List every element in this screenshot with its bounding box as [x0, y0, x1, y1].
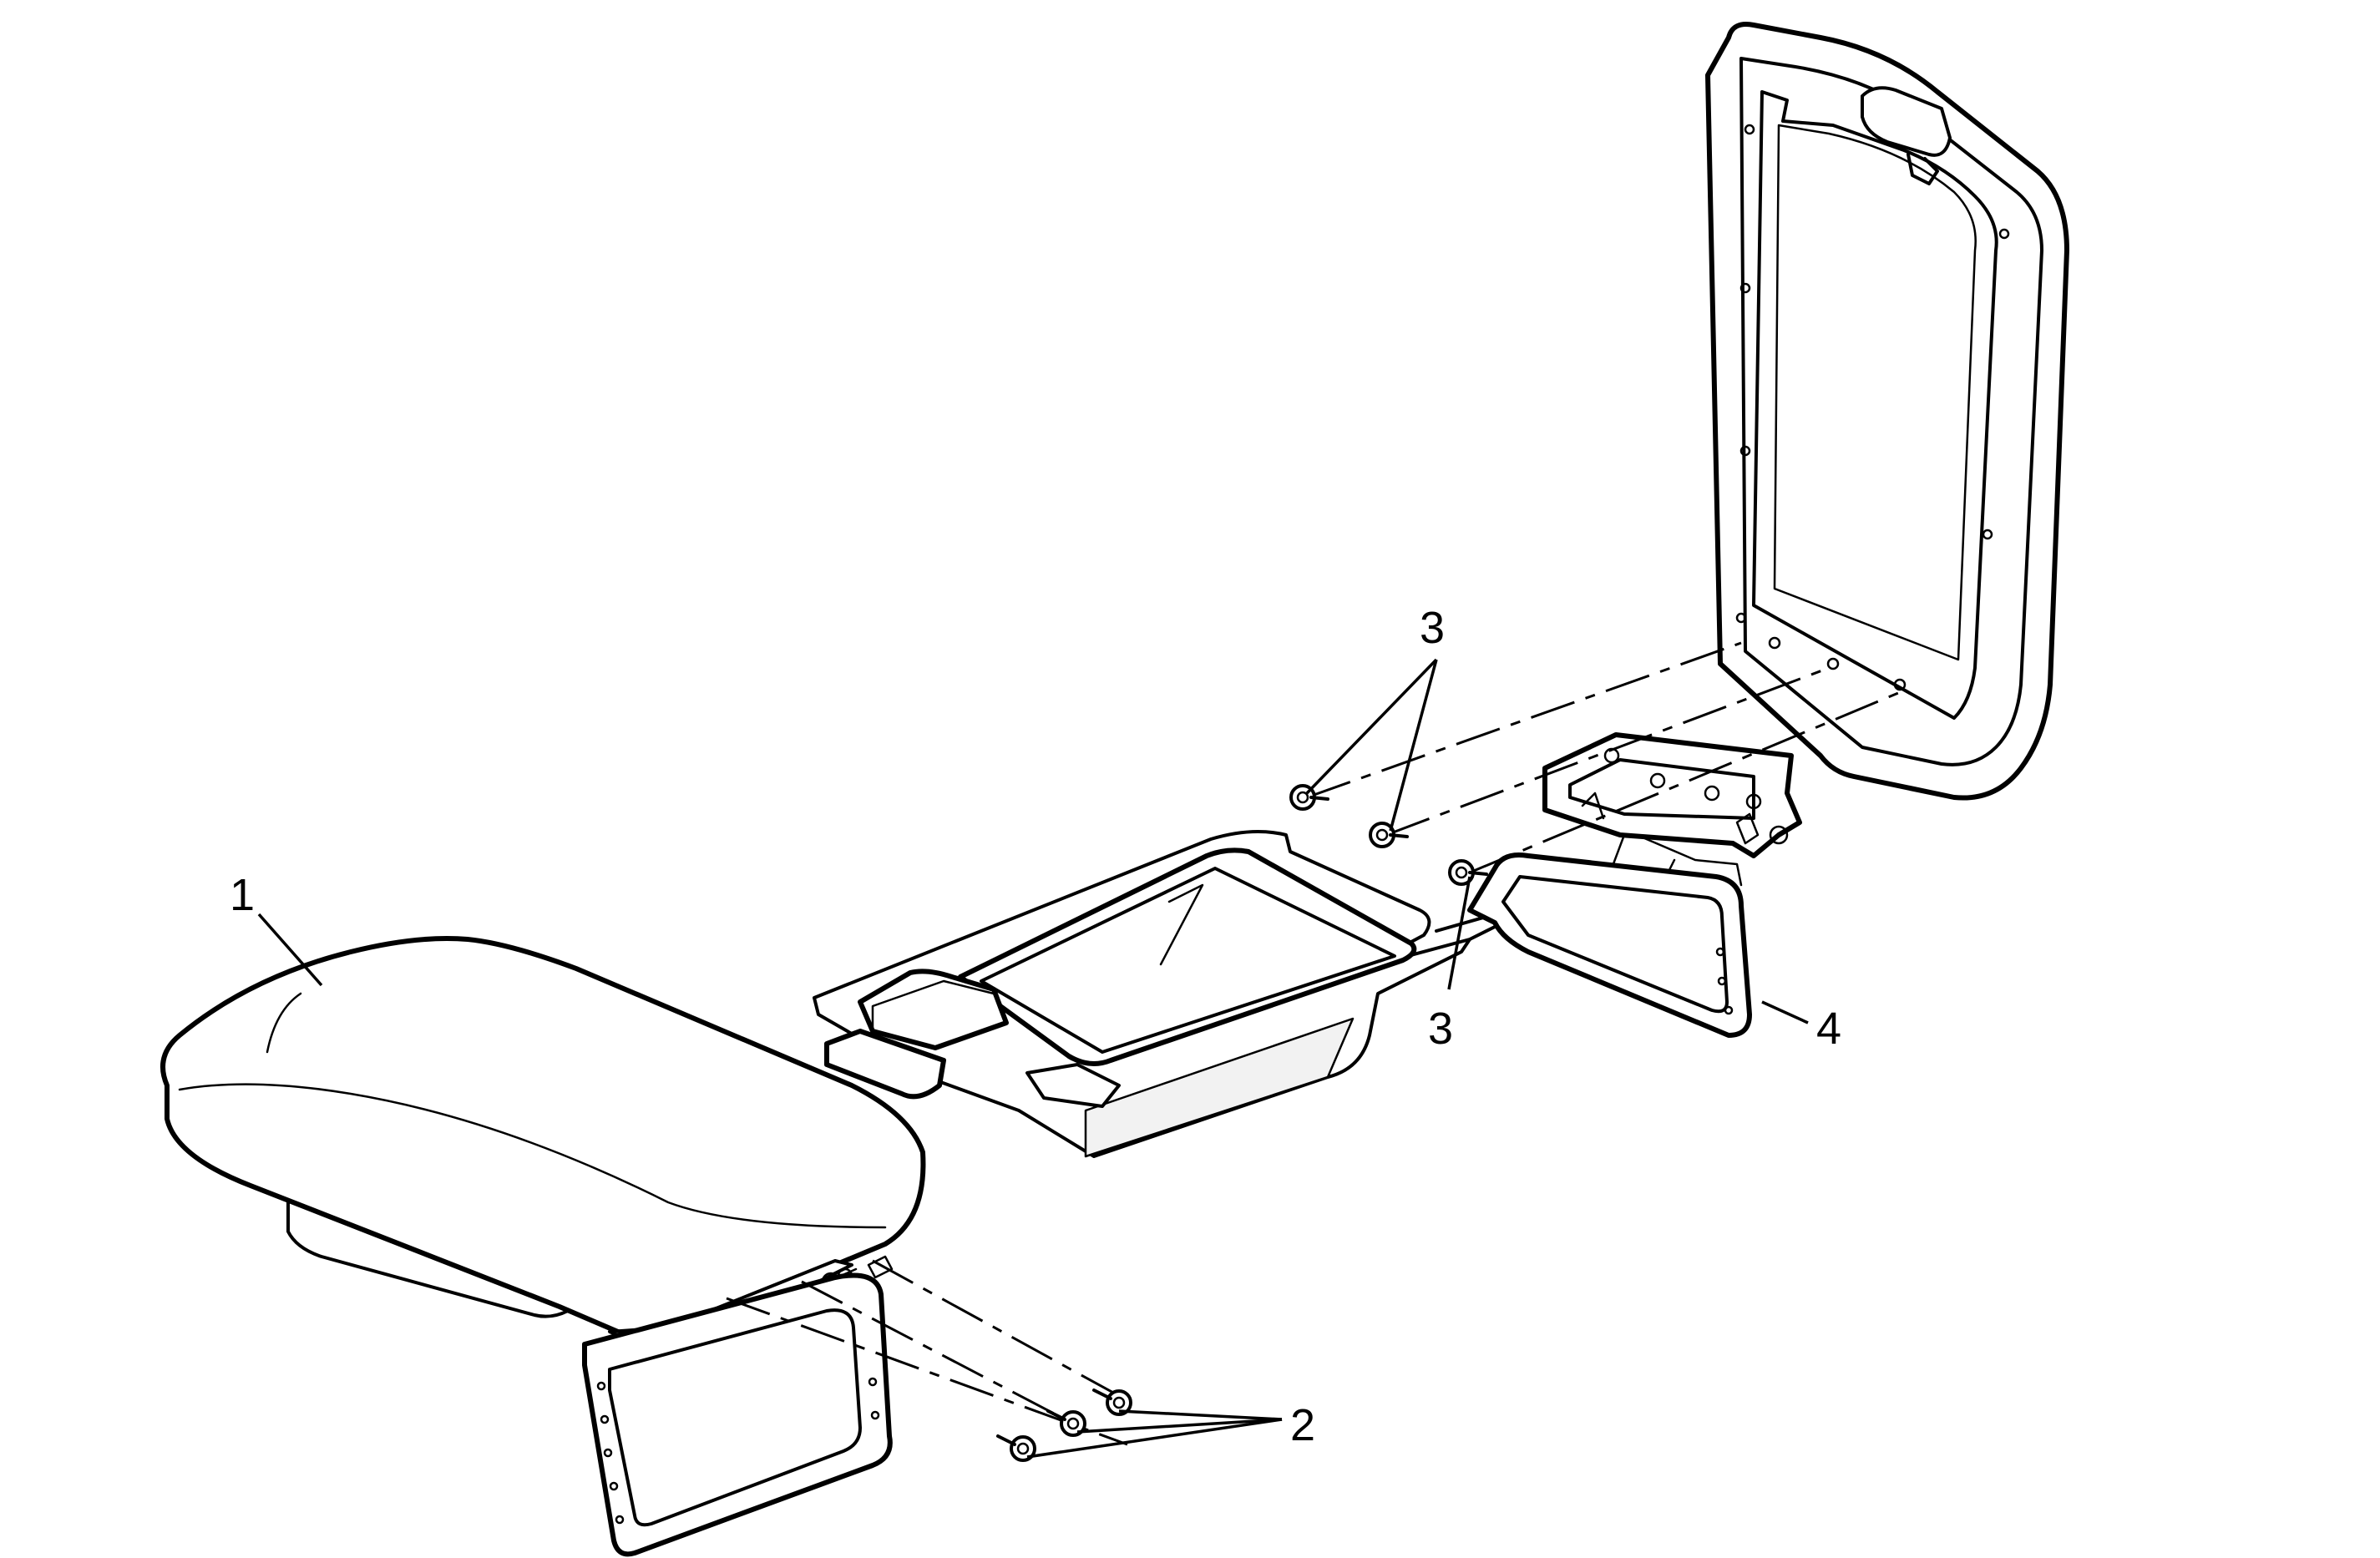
callout-1: 1	[230, 870, 255, 920]
callout-3-bottom: 3	[1428, 1004, 1453, 1054]
screw	[1448, 859, 1488, 886]
leader-lines	[257, 658, 1809, 1459]
screw	[1369, 822, 1409, 848]
bin-frame	[1705, 22, 2069, 801]
callout-4: 4	[1816, 1004, 1841, 1054]
screw	[1092, 1389, 1132, 1416]
lower-hinge-bracket	[582, 1272, 893, 1557]
callout-2: 2	[1290, 1400, 1315, 1450]
callout-3-top: 3	[1420, 603, 1445, 653]
upper-hinge-bracket	[1467, 732, 1802, 1038]
screw	[1046, 1409, 1086, 1437]
storage-tray	[813, 830, 1555, 1158]
screw	[996, 1434, 1036, 1462]
